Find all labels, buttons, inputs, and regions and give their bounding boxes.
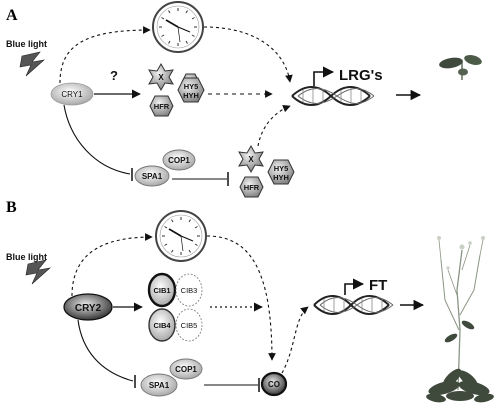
cry1-label: CRY1 [61,90,83,99]
cib3-label: CIB3 [181,286,198,295]
dna-helix-icon [291,86,375,106]
hy5-hyh-node-2: HY5 HYH [267,159,295,185]
cib1-node: CIB1 [147,272,177,308]
hyh-2-label: HYH [273,173,289,182]
cop1-node: COP1 [162,149,196,171]
cry2-label: CRY2 [75,303,102,314]
ft-label: FT [369,277,387,294]
cib4-node: CIB4 [148,308,176,342]
cry1-inhibits-spa1 [63,104,131,175]
x2-label: X [248,155,254,164]
dna-helix-icon [313,295,394,315]
cop1-b-label: COP1 [175,365,197,374]
lightning-icon [25,259,51,285]
panel-a-letter: A [6,7,18,24]
hfr-node: HFR [149,95,174,117]
clock-icon [152,1,204,53]
cry2-inhibits-spa1 [77,319,134,382]
hfr-label: HFR [154,102,170,111]
cop1-label: COP1 [168,156,190,165]
lrg-label: LRG's [339,67,383,84]
spa1-b-label: SPA1 [149,381,170,390]
cib4-label: CIB4 [153,321,171,330]
lrg-transcription-arrow [313,66,335,86]
hy5-2-label: HY5 [274,164,289,173]
cry1-to-clock-arrow [59,26,151,84]
cib5-label: CIB5 [181,321,198,330]
co-label: CO [268,380,280,389]
cry2-node: CRY2 [63,293,113,321]
seedling-image [439,55,482,80]
lightning-icon [19,51,45,77]
co-to-ft-arrow [281,306,309,374]
cop1-node: COP1 [169,358,203,380]
hfr-node-2: HFR [239,176,264,198]
panel-a-blue-light-label: Blue light [6,39,47,49]
cry1-node: CRY1 [50,82,94,106]
flowering-plant-image [426,236,494,403]
x-star-node: X [148,62,174,92]
co-node: CO [260,371,288,397]
cib1-label: CIB1 [153,286,170,295]
spa1-label: SPA1 [142,172,163,181]
hyh-label: HYH [183,91,199,100]
panel-b-letter: B [6,199,17,216]
cib3-node: CIB3 [175,273,203,307]
cry2-to-clock-arrow [71,233,153,297]
x-label: X [158,73,164,82]
unknown-mark: ? [110,68,118,83]
clock-to-lrg-arrow [203,26,293,83]
ft-transcription-arrow [344,278,365,295]
hy5-hyh-node: HY5 HYH [177,73,205,103]
cluster2-to-lrg-arrow [257,105,291,147]
spa1-node: SPA1 [134,165,170,187]
clock-to-co-arrow [206,235,276,361]
clock-icon [155,210,207,262]
hfr-2-label: HFR [244,183,260,192]
hy5-label: HY5 [184,82,199,91]
panel-b-blue-light-label: Blue light [6,252,47,262]
spa1-node: SPA1 [140,373,178,397]
cib5-node: CIB5 [175,308,203,342]
x-star-node-2: X [238,144,264,174]
